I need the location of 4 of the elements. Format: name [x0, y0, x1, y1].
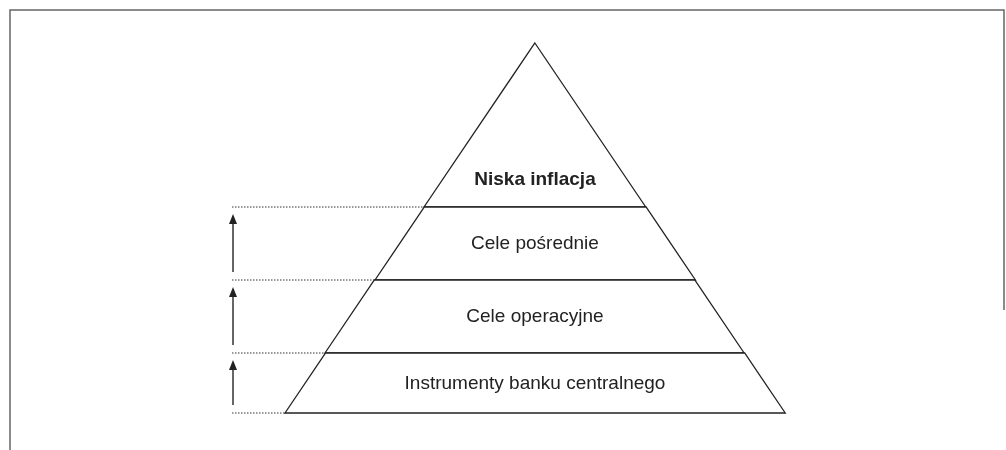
layer-label: Niska inflacja: [474, 166, 596, 191]
layer-label: Instrumenty banku centralnego: [404, 370, 666, 395]
layer-label: Cele operacyjne: [466, 304, 604, 329]
layer-label: Cele pośrednie: [471, 231, 599, 256]
